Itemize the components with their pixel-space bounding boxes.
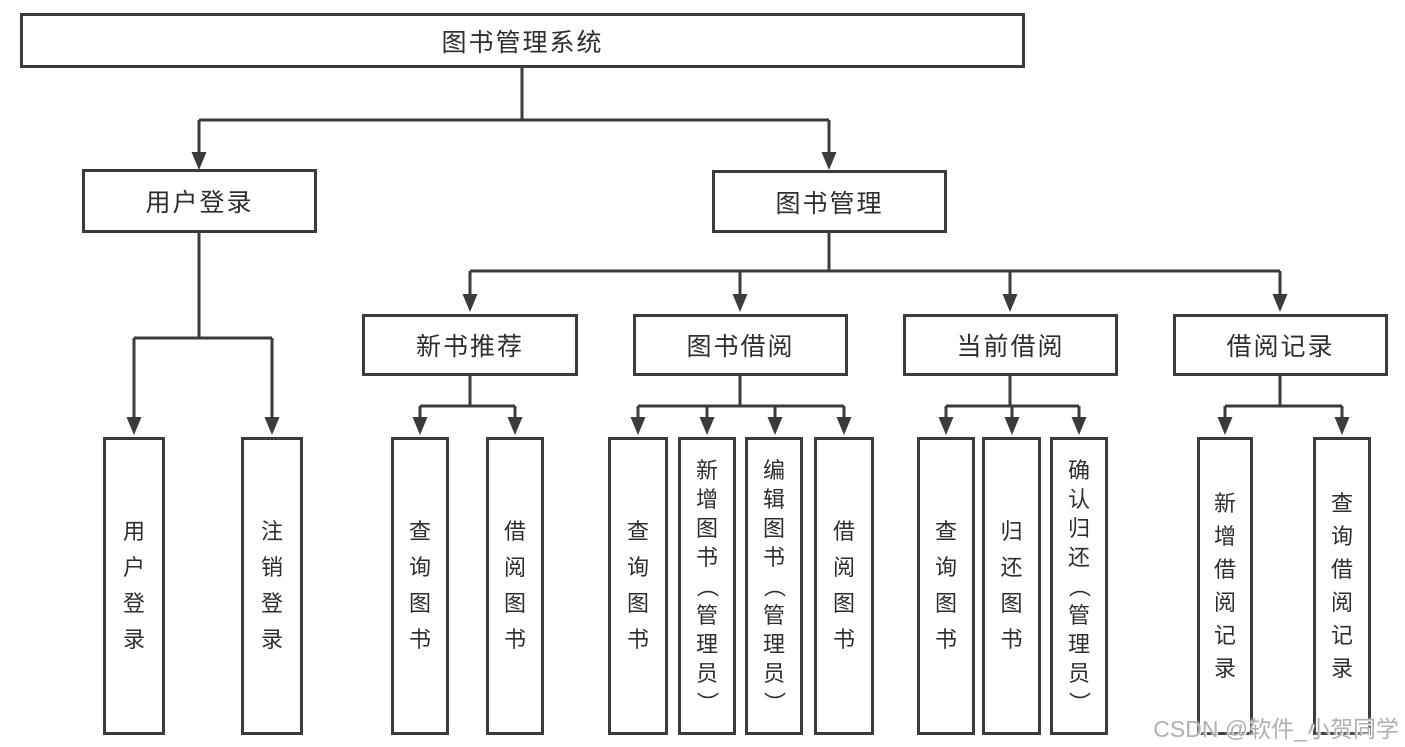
node-label: 查询借阅记录 <box>1330 491 1353 681</box>
leaf-edit-books-admin: 编辑图书（管理员） <box>745 437 803 735</box>
node-label: 查询图书 <box>626 519 649 652</box>
node-label: 图书管理系统 <box>441 28 604 57</box>
node-label: 归还图书 <box>1000 519 1023 652</box>
node-label: 新增图书（管理员） <box>694 457 720 714</box>
node-book-borrowing: 图书借阅 <box>633 314 848 376</box>
node-label: 编辑图书（管理员） <box>761 457 787 714</box>
node-new-book-recommend: 新书推荐 <box>362 314 578 376</box>
csdn-watermark: CSDN @软件_小贺同学 <box>1153 716 1399 742</box>
leaf-borrow-books: 借阅图书 <box>814 437 874 735</box>
node-label: 查询图书 <box>934 519 957 652</box>
node-label: 新增借阅记录 <box>1213 491 1236 681</box>
node-label: 借阅记录 <box>1226 333 1335 361</box>
leaf-confirm-return-admin: 确认归还（管理员） <box>1050 437 1108 735</box>
node-label: 借阅图书 <box>832 519 855 652</box>
leaf-borrow-books-recommend: 借阅图书 <box>486 437 544 735</box>
node-label: 图书借阅 <box>686 333 795 361</box>
node-borrowing-records: 借阅记录 <box>1173 314 1388 376</box>
node-book-management: 图书管理 <box>712 170 947 233</box>
leaf-user-login: 用户登录 <box>103 437 165 735</box>
leaf-query-books-current: 查询图书 <box>917 437 975 735</box>
arrowheads <box>126 152 1350 435</box>
leaf-add-books-admin: 新增图书（管理员） <box>678 437 736 735</box>
node-label: 用户登录 <box>122 519 145 652</box>
node-label: 借阅图书 <box>503 519 526 652</box>
node-label: 用户登录 <box>145 189 254 217</box>
node-label: 注销登录 <box>260 519 283 652</box>
leaf-query-books-borrow: 查询图书 <box>608 437 668 735</box>
node-current-borrowing: 当前借阅 <box>903 314 1118 376</box>
node-label: 图书管理 <box>775 189 884 218</box>
leaf-query-books-recommend: 查询图书 <box>391 437 449 735</box>
node-user-login: 用户登录 <box>82 169 317 233</box>
node-label: 确认归还（管理员） <box>1066 457 1092 714</box>
node-label: 新书推荐 <box>415 333 524 361</box>
leaf-logout: 注销登录 <box>241 437 303 735</box>
node-library-management-system: 图书管理系统 <box>20 13 1025 68</box>
leaf-query-borrow-record: 查询借阅记录 <box>1313 437 1371 735</box>
node-label: 当前借阅 <box>956 333 1065 361</box>
leaf-return-books: 归还图书 <box>982 437 1041 735</box>
node-label: 查询图书 <box>408 519 431 652</box>
leaf-add-borrow-record: 新增借阅记录 <box>1197 437 1253 735</box>
